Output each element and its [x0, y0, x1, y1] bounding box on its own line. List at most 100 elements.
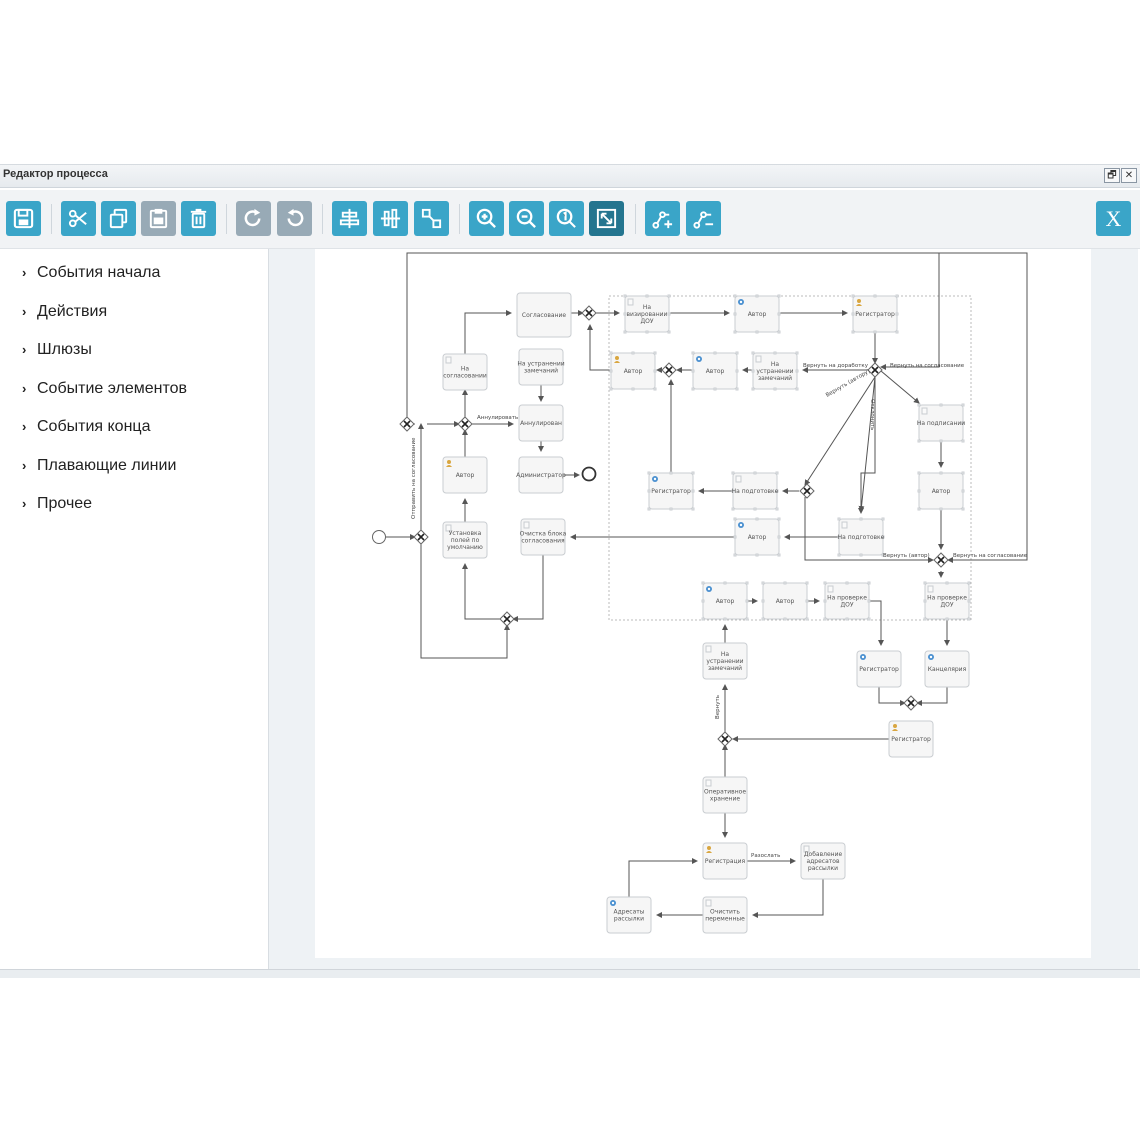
selection-handle[interactable]	[647, 489, 651, 493]
selection-handle[interactable]	[609, 369, 613, 373]
selection-handle[interactable]	[735, 351, 739, 355]
selection-handle[interactable]	[691, 351, 695, 355]
sequence-flow[interactable]	[587, 324, 611, 371]
selection-handle[interactable]	[647, 471, 651, 475]
selection-handle[interactable]	[669, 507, 673, 511]
resize-button[interactable]	[414, 201, 449, 236]
exclusive-gateway[interactable]	[933, 552, 949, 568]
selection-handle[interactable]	[917, 421, 921, 425]
end-event[interactable]	[581, 466, 597, 482]
align-middle-button[interactable]	[373, 201, 408, 236]
selection-handle[interactable]	[623, 294, 627, 298]
selection-handle[interactable]	[653, 369, 657, 373]
zoom-actual-button[interactable]	[549, 201, 584, 236]
selection-handle[interactable]	[691, 507, 695, 511]
selection-handle[interactable]	[777, 517, 781, 521]
selection-handle[interactable]	[777, 312, 781, 316]
selection-handle[interactable]	[701, 617, 705, 621]
save-button[interactable]	[6, 201, 41, 236]
task-n-na-podgot1[interactable]: На подготовке	[731, 471, 779, 511]
task-n-avtor-m[interactable]: Автор	[691, 351, 739, 391]
zoom-out-button[interactable]	[509, 201, 544, 236]
selection-handle[interactable]	[647, 507, 651, 511]
selection-handle[interactable]	[631, 351, 635, 355]
palette-end-events[interactable]: ›События конца	[22, 418, 151, 435]
selection-handle[interactable]	[735, 387, 739, 391]
selection-handle[interactable]	[867, 599, 871, 603]
selection-handle[interactable]	[735, 369, 739, 373]
sequence-flow[interactable]	[512, 555, 544, 622]
sequence-flow[interactable]	[628, 858, 698, 897]
sequence-flow[interactable]	[804, 376, 876, 486]
selection-handle[interactable]	[961, 439, 965, 443]
selection-handle[interactable]	[733, 553, 737, 557]
restore-window-button[interactable]: 🗗	[1104, 168, 1120, 183]
selection-handle[interactable]	[895, 294, 899, 298]
selection-handle[interactable]	[775, 471, 779, 475]
selection-handle[interactable]	[845, 581, 849, 585]
selection-handle[interactable]	[923, 581, 927, 585]
selection-handle[interactable]	[945, 581, 949, 585]
selection-handle[interactable]	[823, 599, 827, 603]
task-n-soglasovanie[interactable]: Согласование	[516, 292, 572, 338]
selection-handle[interactable]	[805, 581, 809, 585]
selection-handle[interactable]	[755, 553, 759, 557]
task-n-registr-c[interactable]: Регистрация	[702, 842, 748, 880]
sequence-flow[interactable]	[420, 543, 510, 659]
sequence-flow[interactable]	[878, 687, 906, 706]
selection-handle[interactable]	[667, 312, 671, 316]
selection-handle[interactable]	[775, 489, 779, 493]
selection-handle[interactable]	[701, 599, 705, 603]
task-n-avtor-b2[interactable]: Автор	[761, 581, 809, 621]
selection-handle[interactable]	[967, 581, 971, 585]
close-editor-button[interactable]: X	[1096, 201, 1131, 236]
selection-handle[interactable]	[753, 507, 757, 511]
selection-handle[interactable]	[805, 617, 809, 621]
selection-handle[interactable]	[777, 535, 781, 539]
exclusive-gateway[interactable]	[867, 362, 883, 378]
selection-handle[interactable]	[961, 489, 965, 493]
selection-handle[interactable]	[805, 599, 809, 603]
palette-gateways[interactable]: ›Шлюзы	[22, 341, 92, 358]
selection-handle[interactable]	[653, 387, 657, 391]
selection-handle[interactable]	[755, 294, 759, 298]
sequence-flow[interactable]	[858, 376, 876, 512]
task-n-avtor-top[interactable]: Автор	[733, 294, 781, 334]
selection-handle[interactable]	[823, 617, 827, 621]
selection-handle[interactable]	[881, 553, 885, 557]
sequence-flow[interactable]	[869, 600, 884, 646]
undo-button[interactable]	[277, 201, 312, 236]
selection-handle[interactable]	[783, 617, 787, 621]
exclusive-gateway[interactable]	[457, 416, 473, 432]
selection-handle[interactable]	[745, 617, 749, 621]
selection-handle[interactable]	[775, 507, 779, 511]
selection-handle[interactable]	[751, 369, 755, 373]
selection-handle[interactable]	[851, 294, 855, 298]
palette-actions[interactable]: ›Действия	[22, 303, 108, 320]
selection-handle[interactable]	[609, 387, 613, 391]
selection-handle[interactable]	[713, 387, 717, 391]
selection-handle[interactable]	[795, 369, 799, 373]
paste-button[interactable]	[141, 201, 176, 236]
selection-handle[interactable]	[733, 312, 737, 316]
selection-handle[interactable]	[761, 581, 765, 585]
copy-button[interactable]	[101, 201, 136, 236]
selection-handle[interactable]	[653, 351, 657, 355]
selection-handle[interactable]	[667, 294, 671, 298]
selection-handle[interactable]	[939, 471, 943, 475]
selection-handle[interactable]	[733, 294, 737, 298]
delete-button[interactable]	[181, 201, 216, 236]
selection-handle[interactable]	[733, 535, 737, 539]
redo-button[interactable]	[236, 201, 271, 236]
exclusive-gateway[interactable]	[903, 695, 919, 711]
selection-handle[interactable]	[961, 403, 965, 407]
selection-handle[interactable]	[837, 535, 841, 539]
